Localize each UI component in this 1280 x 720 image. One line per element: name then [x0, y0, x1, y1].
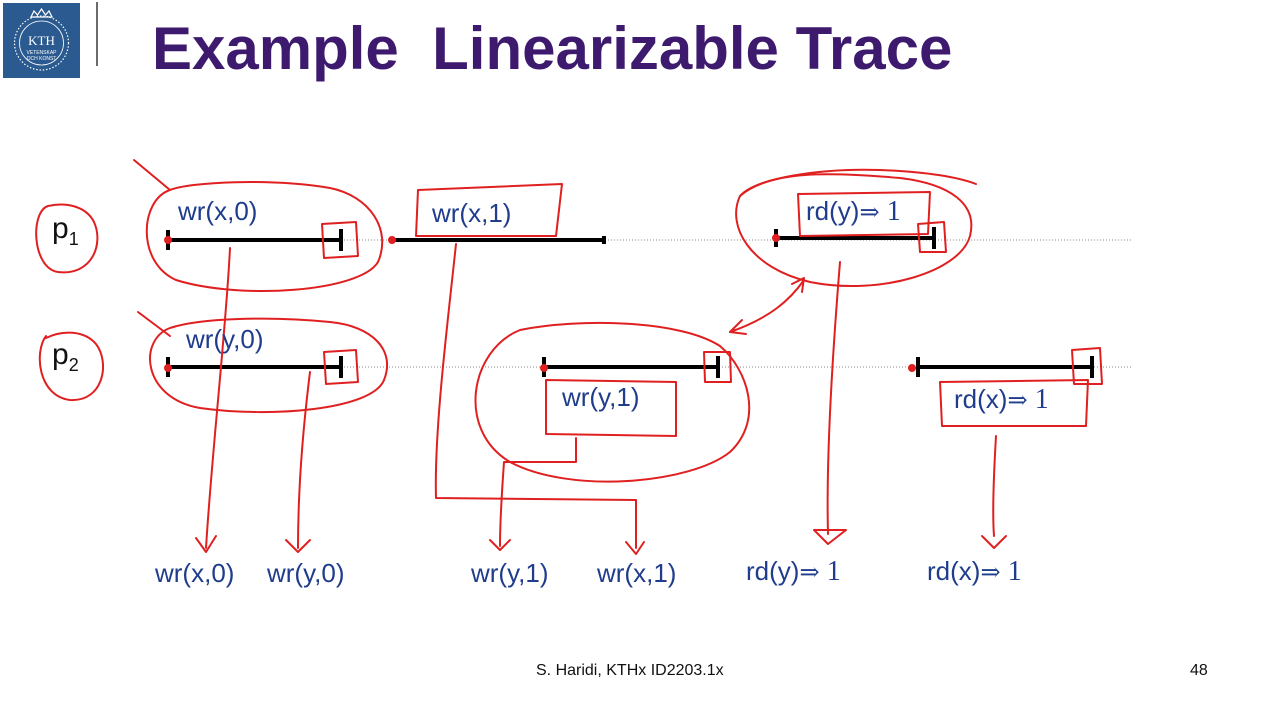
arrow-to-lin-rd-y	[826, 261, 841, 535]
arrow-to-lin-rd-x	[992, 435, 997, 537]
page-title: Example Linearizable Trace	[152, 15, 953, 82]
op-label-wr-y1: wr(y,1)	[562, 382, 640, 412]
oval-rd-y	[735, 173, 973, 288]
arrow-to-lin-wr-y1	[499, 437, 577, 547]
order-arrow-head-bottom	[729, 319, 747, 335]
oval-wr-x0	[145, 181, 384, 292]
arrow-head-lin-rd-x	[981, 535, 1007, 549]
op-label-wr-x0: wr(x,0)	[178, 196, 258, 226]
page-number: 48	[1190, 662, 1208, 679]
tick-p2	[137, 311, 171, 337]
order-arrow-head-top	[791, 277, 805, 293]
lin-item-rd-y: rd(y)⇒ 1	[746, 556, 841, 587]
lin-item-wr-y0: wr(y,0)	[267, 558, 345, 588]
oval-rd-y-tail	[739, 168, 977, 197]
arrow-to-lin-wr-x1	[434, 243, 637, 549]
dot-inv-wr-y0	[164, 364, 172, 372]
tick-p1	[133, 159, 171, 191]
box-rd-y-label	[797, 191, 931, 237]
dot-inv-rd-x	[908, 364, 916, 372]
order-arrow	[729, 279, 805, 333]
oval-wr-y1	[474, 321, 751, 483]
box-wr-x1-label	[415, 183, 563, 237]
op-label-wr-x1: wr(x,1)	[432, 198, 512, 228]
svg-text:VETENSKAP: VETENSKAP	[26, 50, 57, 56]
arrow-to-lin-wr-x0	[205, 247, 231, 549]
kth-logo: KTH VETENSKAP OCH KONST	[3, 3, 80, 78]
box-wr-y1-label	[545, 379, 677, 437]
p1-circle	[35, 203, 99, 274]
box-wr-x0-response	[321, 221, 359, 259]
box-rd-x-response	[1071, 347, 1103, 385]
footer-credit: S. Haridi, KTHx ID2203.1x	[536, 662, 724, 679]
p1-op-wr-x0-interval	[166, 229, 343, 251]
op-label-wr-y0: wr(y,0)	[186, 324, 264, 354]
dot-inv-wr-x0	[164, 236, 172, 244]
dot-inv-wr-y1	[540, 364, 548, 372]
svg-text:KTH: KTH	[28, 33, 55, 48]
box-wr-y0-response	[323, 349, 359, 385]
box-wr-y1-response	[703, 351, 732, 383]
box-rd-x-label	[939, 379, 1089, 427]
arrow-head-lin-wr-y1	[489, 539, 511, 551]
lin-item-wr-x0: wr(x,0)	[155, 558, 235, 588]
op-label-rd-x: rd(x)⇒ 1	[954, 384, 1049, 415]
arrow-head-lin-wr-x1	[625, 541, 645, 555]
handwritten-annotations	[35, 159, 1103, 555]
arrow-head-lin-wr-x0	[195, 535, 217, 553]
arrow-head-lin-rd-y	[813, 529, 847, 545]
lin-item-wr-x1: wr(x,1)	[597, 558, 677, 588]
process-label-p2: p2	[52, 338, 79, 375]
dot-inv-rd-y	[772, 234, 780, 242]
lin-item-wr-y1: wr(y,1)	[471, 558, 549, 588]
header-divider	[96, 2, 98, 66]
p2-circle	[38, 331, 104, 402]
p2-op-wr-y1-interval	[542, 356, 720, 378]
lin-item-rd-x: rd(x)⇒ 1	[927, 556, 1022, 587]
p2-op-rd-x-interval	[916, 356, 1094, 378]
p1-op-wr-x1-interval	[392, 236, 606, 244]
arrow-to-lin-wr-y0	[297, 371, 311, 549]
op-label-rd-y: rd(y)⇒ 1	[806, 196, 901, 227]
svg-text:OCH KONST: OCH KONST	[27, 56, 57, 62]
arrow-head-lin-wr-y0	[285, 539, 311, 553]
p2-op-wr-y0-interval	[166, 356, 343, 378]
kth-crest-icon: KTH VETENSKAP OCH KONST	[3, 3, 80, 78]
dot-inv-wr-x1	[388, 236, 396, 244]
process-label-p1: p1	[52, 212, 79, 249]
box-rd-y-response	[917, 221, 947, 253]
oval-wr-y0	[149, 317, 389, 414]
